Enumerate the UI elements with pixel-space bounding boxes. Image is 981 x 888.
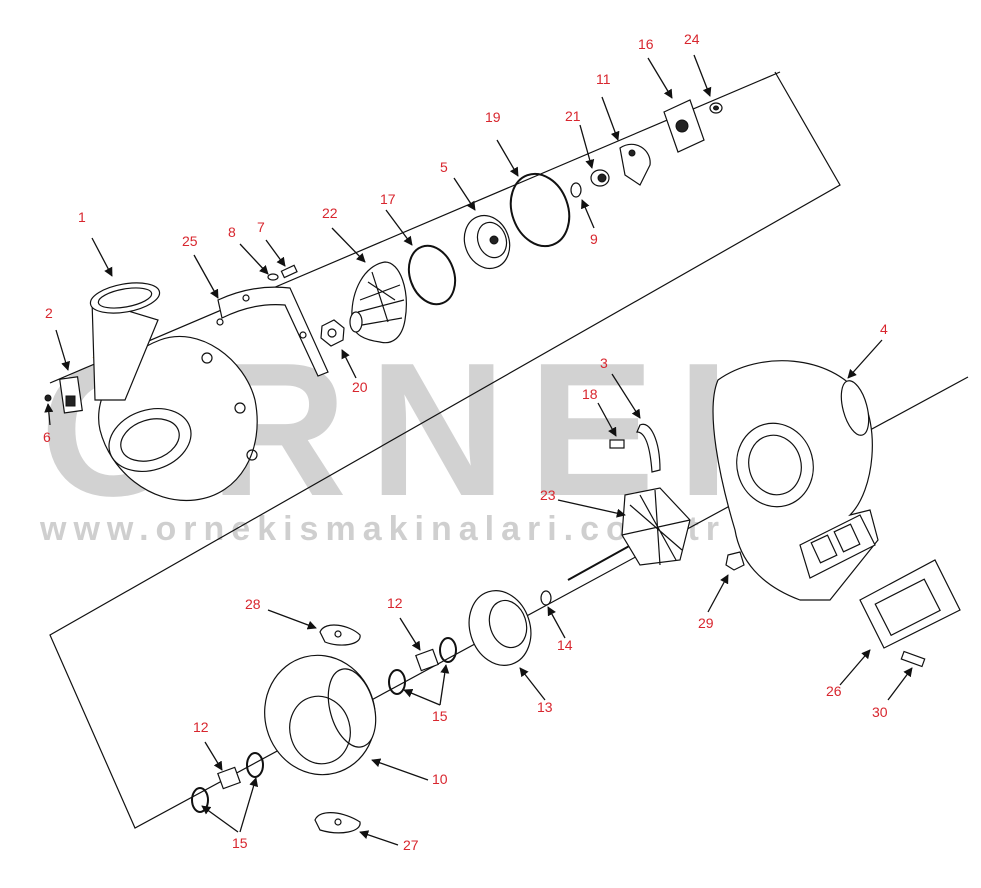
thrust-plate-16 [663, 99, 705, 153]
callout-8: 8 [228, 224, 236, 240]
heat-shield-13 [468, 590, 532, 666]
callout-26: 26 [826, 683, 842, 699]
callout-19: 19 [485, 109, 501, 125]
snap-ring-17 [407, 244, 457, 306]
gasket-26 [859, 559, 961, 649]
gasket-27 [314, 812, 361, 834]
thrust-collar-21 [590, 169, 610, 187]
shaft-and-wheel-23 [567, 487, 691, 581]
callout-15-upper: 15 [432, 708, 448, 724]
callout-2: 2 [45, 305, 53, 321]
callout-25: 25 [182, 233, 198, 249]
retaining-rings-15-upper [388, 637, 457, 695]
stud-30 [900, 650, 926, 668]
callout-18: 18 [582, 386, 598, 402]
callout-3: 3 [600, 355, 608, 371]
callout-6: 6 [43, 429, 51, 445]
callout-11: 11 [596, 71, 611, 87]
callout-1: 1 [78, 209, 86, 225]
callout-9: 9 [590, 231, 598, 247]
turbine-housing-4 [712, 360, 879, 601]
retaining-rings-15-lower [191, 752, 264, 813]
center-housing-10 [264, 654, 377, 776]
callout-17: 17 [380, 191, 396, 207]
screw-6 [44, 394, 52, 402]
callout-24: 24 [684, 31, 700, 47]
callout-30: 30 [872, 704, 888, 720]
callout-10: 10 [432, 771, 448, 787]
callout-28: 28 [245, 596, 261, 612]
callout-27: 27 [403, 837, 419, 853]
backplate-segment [216, 286, 329, 377]
callout-12-lower: 12 [193, 719, 209, 735]
bearing-24 [709, 102, 723, 114]
o-ring-19 [509, 172, 571, 248]
callout-7: 7 [257, 219, 265, 235]
callout-14: 14 [557, 637, 573, 653]
seal-insert-5 [463, 214, 511, 270]
callout-13: 13 [537, 699, 553, 715]
gasket-28 [319, 624, 361, 646]
callout-4: 4 [880, 321, 888, 337]
watermark-url: www.ornekismakinalari.com.tr [39, 510, 726, 548]
bolt-7 [280, 264, 298, 279]
leader-arrows [44, 54, 913, 846]
assembly-frame [49, 71, 969, 829]
lock-washer-8 [267, 273, 279, 281]
callout-20: 20 [352, 379, 368, 395]
compressor-wheel-22 [349, 261, 407, 344]
callout-12-upper: 12 [387, 595, 403, 611]
clamp-plate [59, 376, 83, 414]
callout-23: 23 [540, 487, 556, 503]
callout-15-lower: 15 [232, 835, 248, 851]
nut-20 [320, 319, 345, 347]
clamp-segment-3 [636, 423, 661, 473]
nut-29 [725, 551, 745, 571]
compressor-housing [89, 282, 258, 502]
callout-5: 5 [440, 159, 448, 175]
thrust-bearing-11 [619, 143, 651, 186]
callout-21: 21 [565, 108, 581, 124]
callout-29: 29 [698, 615, 714, 631]
bearing-12-upper [415, 648, 439, 672]
callout-16: 16 [638, 36, 654, 52]
bearing-12-lower [217, 766, 241, 790]
seal-ring-14 [540, 590, 552, 606]
callout-22: 22 [322, 205, 338, 221]
seal-ring-9 [570, 182, 582, 198]
bolt-18 [609, 439, 625, 449]
